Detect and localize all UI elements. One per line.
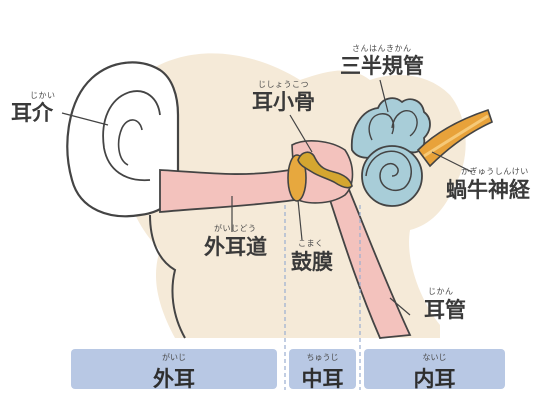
leader-auricle <box>61 112 109 126</box>
semicircular-label: 三半規管 <box>340 54 424 78</box>
cochlea-spiral <box>365 150 412 192</box>
eardrum-ruby: こまく <box>298 239 324 248</box>
zone-inner-ear: ないじ 内耳 <box>364 349 505 391</box>
ear-canal-label: 外耳道 <box>204 235 267 259</box>
ossicles-label: 耳小骨 <box>252 90 315 114</box>
auricle-inner-curl <box>117 119 143 166</box>
ossicles-ruby: じしょうこつ <box>258 80 309 89</box>
eardrum-label: 鼓膜 <box>291 250 333 274</box>
auricle-inner-fold <box>102 90 161 182</box>
cochlear-nerve-label: 蝸牛神経 <box>446 178 530 202</box>
auricle-ruby: じかい <box>30 91 56 100</box>
zone-middle-ear: ちゅうじ 中耳 <box>289 349 356 391</box>
ossicles-shape <box>297 151 353 189</box>
zone-inner-ruby: ないじ <box>422 353 447 362</box>
zone-outer-ear: がいじ 外耳 <box>71 349 277 391</box>
semicircular-canal-loop-2 <box>391 110 418 137</box>
ear-canal-ruby: がいじどう <box>214 224 257 233</box>
cochlear-nerve-ruby: かぎゅうしんけい <box>461 167 529 176</box>
eardrum-shape <box>287 154 307 202</box>
leader-cochlear-nerve <box>431 151 473 173</box>
earlobe <box>149 214 186 339</box>
semicircular-canal-loop-1 <box>368 113 395 141</box>
zone-middle-label: 中耳 <box>301 367 344 391</box>
zone-outer-ruby: がいじ <box>162 353 186 362</box>
zone-middle-ruby: ちゅうじ <box>306 353 339 362</box>
cochlear-nerve-stripe <box>423 114 489 158</box>
zone-inner-label: 内耳 <box>413 367 456 391</box>
eustachian-label: 耳管 <box>424 298 466 322</box>
auricle-label: 耳介 <box>11 101 53 125</box>
leader-eustachian <box>389 297 411 316</box>
leader-eardrum <box>297 199 303 241</box>
semicircular-ruby: さんはんきかん <box>352 44 412 53</box>
leader-semicircular <box>379 79 389 113</box>
eustachian-ruby: じかん <box>428 287 454 296</box>
leader-ossicles <box>289 114 313 153</box>
zone-outer-label: 外耳 <box>153 367 195 391</box>
